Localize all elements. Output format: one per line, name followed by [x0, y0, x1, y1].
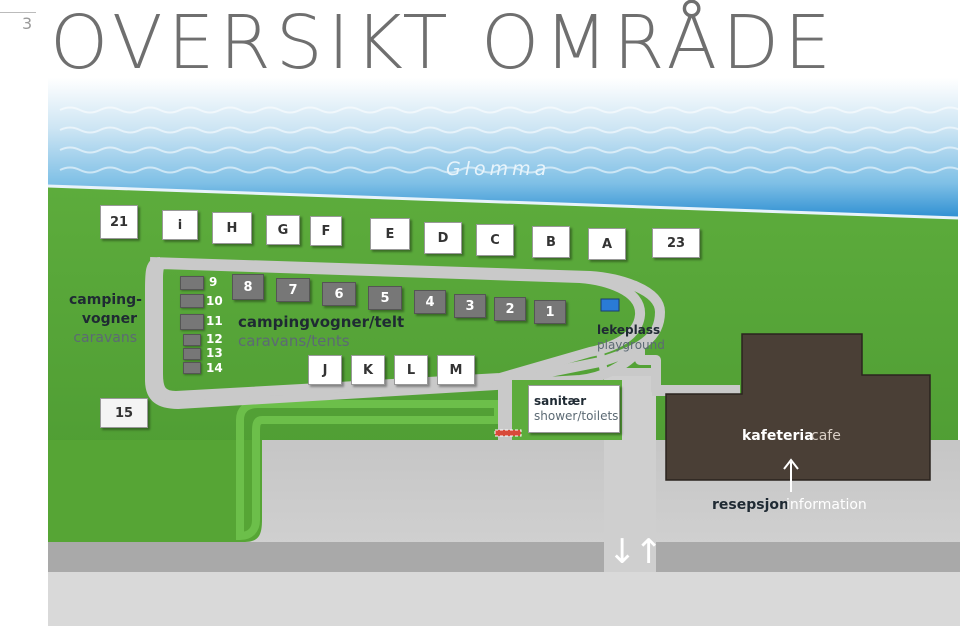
plot-H[interactable]: H — [212, 212, 252, 244]
plot-L[interactable]: L — [394, 355, 428, 385]
plot-1[interactable]: 1 — [534, 300, 566, 324]
plot-12-box[interactable] — [183, 334, 201, 346]
plot-J[interactable]: J — [308, 355, 342, 385]
plot-C[interactable]: C — [476, 224, 514, 256]
label-lekeplass: lekeplass — [597, 323, 661, 337]
plot-B[interactable]: B — [532, 226, 570, 258]
plot-i[interactable]: i — [162, 210, 198, 240]
plot-A[interactable]: A — [588, 228, 626, 260]
plot-12-label: 12 — [206, 332, 223, 346]
label-vogner: vogner — [81, 311, 137, 327]
plot-2[interactable]: 2 — [494, 297, 526, 321]
plot-7[interactable]: 7 — [276, 278, 310, 302]
label-camping: camping- — [69, 292, 142, 308]
plot-10-box[interactable] — [180, 294, 204, 308]
label-information: information — [786, 497, 867, 513]
label-playground: playground — [597, 338, 665, 352]
plot-9-label: 9 — [209, 275, 218, 289]
plot-M[interactable]: M — [437, 355, 475, 385]
page-number: 3 — [22, 14, 33, 33]
label-sanitaer: sanitær — [534, 394, 587, 408]
label-caravans: caravans — [73, 330, 137, 346]
plot-F[interactable]: F — [310, 216, 342, 246]
page-rule — [0, 12, 36, 13]
plot-9-box[interactable] — [180, 276, 204, 290]
plot-8[interactable]: 8 — [232, 274, 264, 300]
plot-15[interactable]: 15 — [100, 398, 148, 428]
barrier — [494, 429, 522, 437]
sanitary-building[interactable]: sanitær shower/toilets — [528, 385, 620, 433]
river-waves — [59, 106, 960, 174]
plot-G[interactable]: G — [266, 215, 300, 245]
cafe-building — [665, 333, 931, 481]
entrance-arrows-icon: ↓↑ — [608, 532, 663, 572]
plot-14-box[interactable] — [183, 362, 201, 374]
plot-11-box[interactable] — [180, 314, 204, 330]
label-resepsjon: resepsjon — [712, 497, 789, 513]
grass-strip — [48, 440, 262, 542]
page-title: OVERSIKT OMRÅDE — [50, 0, 836, 86]
plot-3[interactable]: 3 — [454, 294, 486, 318]
playground-icon — [600, 298, 620, 312]
reception-arrow-icon — [783, 458, 799, 492]
plot-K[interactable]: K — [351, 355, 385, 385]
plot-10-label: 10 — [206, 294, 223, 308]
label-caravans-tents: caravans/tents — [238, 332, 350, 350]
loop-road — [145, 257, 740, 409]
plot-23[interactable]: 23 — [652, 228, 700, 258]
plot-11-label: 11 — [206, 314, 223, 328]
label-cafe: cafe — [811, 428, 841, 444]
river-name: Glomma — [446, 158, 551, 180]
main-road — [48, 542, 960, 572]
plot-14-label: 14 — [206, 361, 223, 375]
label-kafeteria: kafeteria — [742, 428, 814, 444]
plot-13-label: 13 — [206, 346, 223, 360]
label-shower-toilets: shower/toilets — [534, 409, 619, 423]
label-campingvogner-telt: campingvogner/telt — [238, 313, 405, 331]
plot-4[interactable]: 4 — [414, 290, 446, 314]
plot-D[interactable]: D — [424, 222, 462, 254]
plot-E[interactable]: E — [370, 218, 410, 250]
plot-21[interactable]: 21 — [100, 205, 138, 239]
plot-5[interactable]: 5 — [368, 286, 402, 310]
plot-6[interactable]: 6 — [322, 282, 356, 306]
plot-13-box[interactable] — [183, 348, 201, 360]
